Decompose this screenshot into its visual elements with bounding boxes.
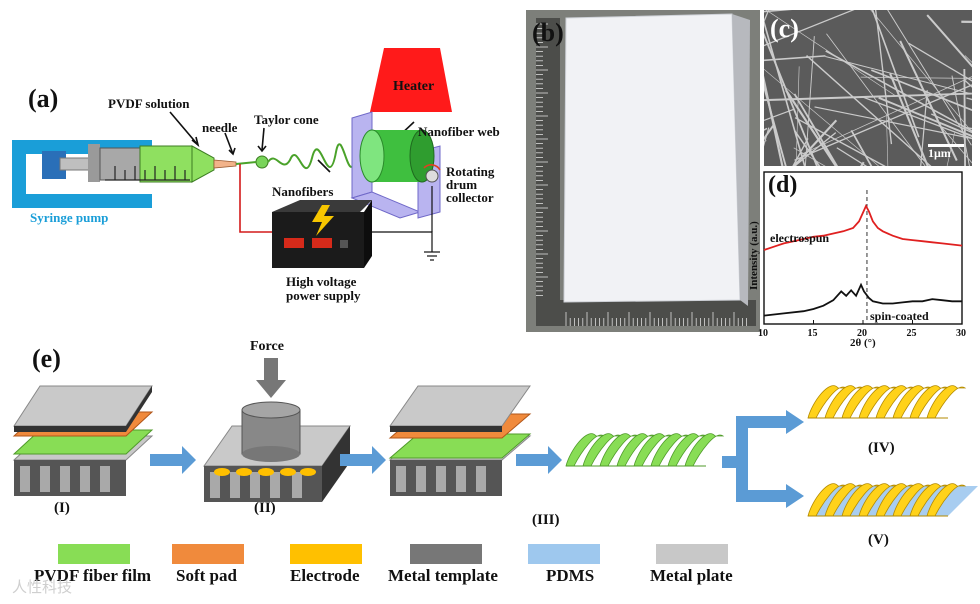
legend-label-metal-template: Metal template: [388, 566, 498, 585]
series-label-spin-coated: spin-coated: [870, 309, 929, 323]
panel-b-tag: (b): [532, 18, 564, 47]
power-supply: [272, 200, 372, 268]
legend-swatch-pdms: [528, 544, 600, 564]
sem-image: [764, 10, 972, 166]
x-tick-label-25: 25: [907, 328, 917, 339]
x-tick-label-10: 10: [758, 328, 768, 339]
step-label-3: (III): [532, 512, 560, 528]
legend-swatch-metal-plate: [656, 544, 728, 564]
legend-label-electrode: Electrode: [290, 566, 360, 585]
syringe: [99, 145, 237, 183]
legend-swatch-electrode: [290, 544, 362, 564]
label-power-1: High voltage: [286, 274, 357, 289]
series-line-spin-coated: [763, 282, 962, 317]
legend-label-metal-plate: Metal plate: [650, 566, 733, 585]
step-1-stack: [12, 385, 154, 496]
x-tick-label-20: 20: [857, 328, 867, 339]
panel-a-tag: (a): [28, 84, 59, 113]
drum-collector: [350, 111, 441, 219]
label-nanofibers: Nanofibers: [272, 184, 333, 199]
x-axis-label: 2θ (°): [850, 337, 876, 348]
plot-frame: [763, 171, 963, 325]
heater: [370, 48, 452, 112]
gold-film-iv: [807, 385, 967, 419]
label-power-2: power supply: [286, 288, 361, 303]
ruler-photo: [536, 13, 756, 326]
panel-e: (e) Force: [0, 336, 980, 604]
label-drum-2: drum: [446, 177, 477, 192]
label-drum-1: Rotating: [446, 164, 495, 179]
y-axis-label: Intensity (a.u.): [748, 221, 760, 290]
step-label-1: (I): [54, 500, 70, 516]
legend-swatch-pvdf: [58, 544, 130, 564]
watermark: 人性科技: [12, 578, 73, 596]
xrd-chart: 10 15 20 25 30 Intensity (a.u.) 2θ (°) elect…: [748, 171, 966, 348]
process-schematic: Force: [12, 339, 978, 517]
step-label-4: (IV): [868, 440, 895, 456]
panel-e-tag: (e): [32, 344, 61, 373]
gold-film-v: [807, 483, 978, 517]
panel-c: (c) 1μm: [764, 10, 972, 166]
step-2-press: [203, 358, 351, 502]
panel-a: (a): [0, 0, 525, 330]
step-label-2: (II): [254, 500, 276, 516]
legend-swatch-soft-pad: [172, 544, 244, 564]
label-nanofiber-web: Nanofiber web: [418, 124, 500, 139]
label-taylor-cone: Taylor cone: [254, 112, 319, 127]
step-3-stack: [388, 385, 532, 496]
legend-label-soft-pad: Soft pad: [176, 566, 237, 585]
electrospinning-schematic: PVDF solution needle Taylor cone Nanofib…: [12, 48, 500, 303]
label-syringe-pump: Syringe pump: [30, 210, 108, 225]
panel-d-tag: (d): [768, 172, 798, 198]
series-label-electrospun: electrospun: [770, 231, 829, 245]
scale-bar-label: 1μm: [928, 146, 951, 160]
label-needle: needle: [202, 120, 238, 135]
label-pvdf-solution: PVDF solution: [108, 96, 190, 111]
panel-b: (b): [526, 10, 760, 332]
label-drum-3: collector: [446, 190, 494, 205]
panel-d: 10 15 20 25 30 Intensity (a.u.) 2θ (°) elect…: [740, 170, 974, 348]
step-label-5: (V): [868, 532, 889, 548]
x-tick-label-30: 30: [956, 328, 966, 339]
legend-label-pdms: PDMS: [546, 566, 595, 585]
label-force: Force: [250, 339, 284, 354]
legend-label-pvdf: PVDF fiber film: [34, 566, 152, 585]
label-heater: Heater: [393, 79, 434, 94]
legend-swatch-metal-template: [410, 544, 482, 564]
panel-c-tag: (c): [770, 14, 799, 43]
series-line-electrospun: [763, 203, 963, 251]
x-tick-label-15: 15: [808, 328, 818, 339]
corrugated-film: [565, 433, 725, 467]
